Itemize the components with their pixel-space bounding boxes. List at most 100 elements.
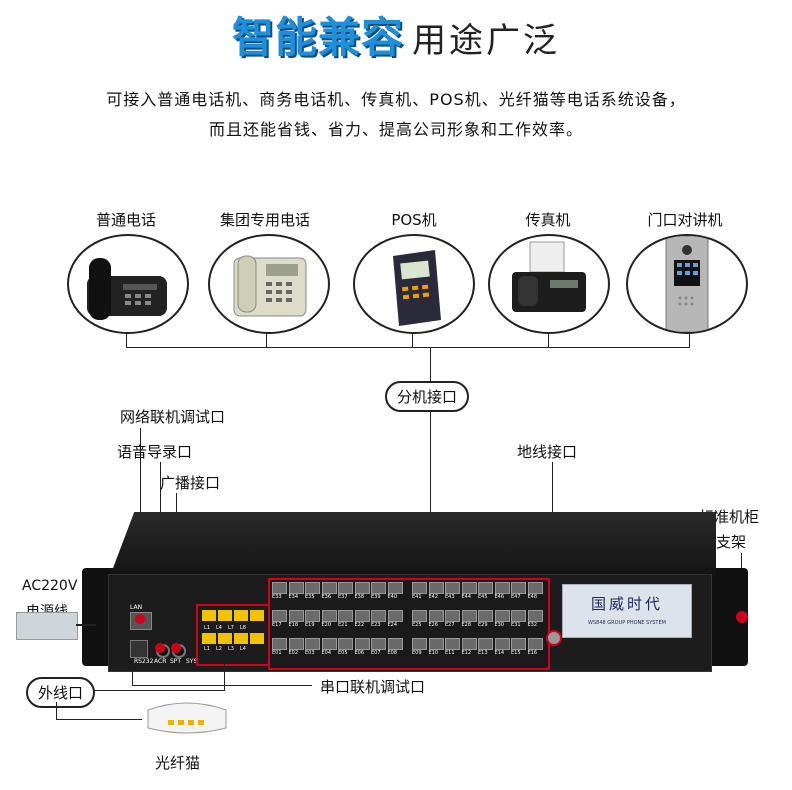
callout-line bbox=[132, 685, 312, 686]
trunk-label: L2 bbox=[215, 646, 222, 652]
model-name: WS848 GROUP PHONE SYSTEM bbox=[588, 620, 666, 626]
extension-jack bbox=[511, 638, 526, 650]
extension-jack bbox=[428, 610, 444, 622]
extension-label: E43 bbox=[445, 594, 455, 600]
extension-jack bbox=[428, 638, 444, 650]
extension-label: E08 bbox=[387, 650, 398, 656]
trunk-label: L4 bbox=[215, 625, 222, 631]
extension-port-callout: 分机接口 bbox=[385, 381, 470, 412]
extension-label: E20 bbox=[321, 622, 332, 628]
extension-label: E32 bbox=[527, 622, 538, 628]
extension-label: E16 bbox=[527, 650, 538, 656]
extension-jack bbox=[445, 638, 460, 650]
extension-label: E39 bbox=[371, 594, 381, 600]
extension-label: E48 bbox=[527, 594, 538, 600]
extension-label: E11 bbox=[445, 650, 455, 656]
intro-line-1: 可接入普通电话机、商务电话机、传真机、POS机、光纤猫等电话系统设备， bbox=[106, 90, 686, 109]
callout-line bbox=[56, 690, 224, 691]
device-label-pos: POS机 bbox=[391, 211, 437, 229]
ground-terminal-icon bbox=[546, 630, 562, 646]
acr-marker bbox=[155, 643, 165, 653]
extension-label: E02 bbox=[288, 650, 299, 656]
extension-label: E29 bbox=[478, 622, 488, 628]
lan-label: LAN bbox=[130, 604, 143, 611]
extension-label: E24 bbox=[387, 622, 398, 628]
callout-line bbox=[56, 702, 57, 720]
extension-jack bbox=[354, 582, 370, 594]
extension-label: E47 bbox=[511, 594, 521, 600]
fax-machine-icon bbox=[488, 234, 610, 334]
extension-jack bbox=[412, 638, 427, 650]
extension-jack bbox=[478, 638, 493, 650]
extension-label: E22 bbox=[354, 622, 365, 628]
extension-jack bbox=[272, 582, 287, 594]
connector-line bbox=[126, 332, 127, 348]
extension-label: E41 bbox=[412, 594, 422, 600]
extension-jack bbox=[527, 610, 543, 622]
device-label-fax: 传真机 bbox=[525, 211, 571, 229]
connector-line bbox=[266, 332, 267, 348]
pos-terminal-icon bbox=[353, 234, 475, 334]
extension-jack bbox=[387, 610, 403, 622]
network-debug-callout: 网络联机调试口 bbox=[120, 408, 226, 426]
extension-jack bbox=[511, 582, 526, 594]
extension-label: E44 bbox=[461, 594, 472, 600]
headline-emphasis: 智能兼容 bbox=[231, 13, 404, 62]
extension-jack bbox=[338, 638, 353, 650]
headline-rest: 用途广泛 bbox=[412, 21, 560, 61]
rack-mount-callout-2: 支架 bbox=[716, 533, 747, 551]
business-phone-icon bbox=[208, 234, 330, 334]
trunk-label: L7 bbox=[227, 625, 234, 631]
extension-label: E38 bbox=[354, 594, 365, 600]
spt-marker bbox=[171, 643, 181, 653]
extension-label: E23 bbox=[371, 622, 381, 628]
extension-jack bbox=[305, 638, 320, 650]
connector-line bbox=[548, 332, 549, 348]
extension-jack bbox=[445, 582, 460, 594]
broadcast-callout: 广播接口 bbox=[160, 474, 221, 492]
extension-jack bbox=[478, 610, 493, 622]
extension-jack bbox=[288, 582, 304, 594]
extension-jack bbox=[387, 582, 403, 594]
extension-jack bbox=[272, 610, 287, 622]
extension-jack bbox=[321, 582, 337, 594]
extension-label: E40 bbox=[387, 594, 398, 600]
extension-jack bbox=[527, 638, 543, 650]
trunk-label: L1 bbox=[204, 646, 210, 652]
extension-label: E17 bbox=[272, 622, 282, 628]
extension-label: E31 bbox=[511, 622, 521, 628]
rs232-label: RS232 bbox=[134, 658, 154, 665]
extension-jack bbox=[338, 582, 353, 594]
extension-jack bbox=[321, 638, 337, 650]
power-cable bbox=[76, 624, 96, 626]
connector-line bbox=[412, 332, 413, 348]
callout-line bbox=[56, 719, 142, 720]
extension-label: E33 bbox=[272, 594, 282, 600]
trunk-port-callout: 外线口 bbox=[26, 677, 96, 708]
extension-label: E28 bbox=[461, 622, 472, 628]
extension-jack bbox=[321, 610, 337, 622]
trunk-port-block: L1 L4 L7 L8 L1 L2 L3 L4 bbox=[196, 604, 270, 666]
connector-line bbox=[430, 347, 431, 383]
intro-line-2: 而且还能省钱、省力、提高公司形象和工作效率。 bbox=[208, 120, 583, 139]
modem-callout: 光纤猫 bbox=[155, 754, 201, 772]
extension-label: E04 bbox=[321, 650, 332, 656]
trunk-label: L1 bbox=[204, 625, 210, 631]
extension-label: E14 bbox=[494, 650, 505, 656]
extension-jack bbox=[387, 638, 403, 650]
extension-label: E30 bbox=[494, 622, 505, 628]
extension-jack bbox=[478, 582, 493, 594]
sys-label: SYS bbox=[186, 658, 198, 665]
extension-label: E34 bbox=[288, 594, 299, 600]
desk-phone-icon bbox=[67, 234, 189, 334]
extension-jack bbox=[461, 610, 477, 622]
extension-jack bbox=[494, 582, 510, 594]
trunk-label: L4 bbox=[239, 646, 246, 652]
extension-jack bbox=[354, 638, 370, 650]
extension-jack bbox=[371, 638, 386, 650]
extension-label: E42 bbox=[428, 594, 439, 600]
extension-jack bbox=[494, 638, 510, 650]
acr-label: ACR bbox=[154, 658, 167, 665]
extension-jack bbox=[288, 610, 304, 622]
lan-marker bbox=[135, 614, 145, 624]
